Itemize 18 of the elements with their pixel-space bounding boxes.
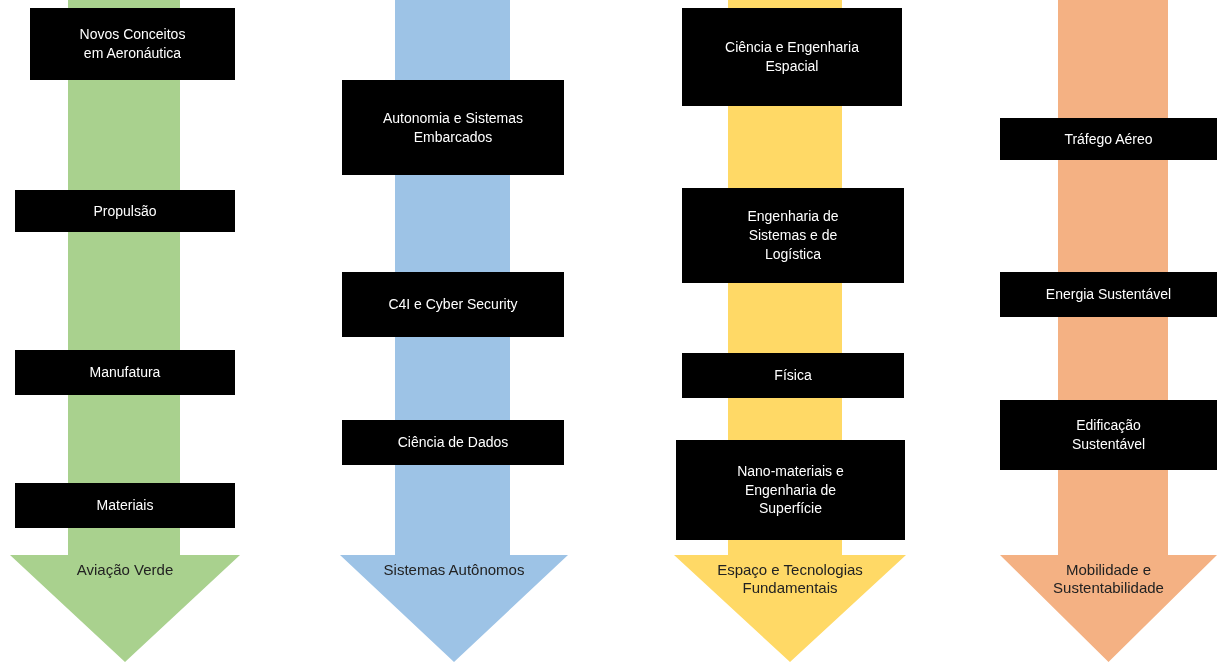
arrow-title: Aviação Verde: [75, 561, 175, 579]
topic-box: Propulsão: [15, 190, 235, 232]
topic-box: Autonomia e Sistemas Embarcados: [342, 80, 564, 175]
topic-box: Física: [682, 353, 904, 398]
topic-box: Energia Sustentável: [1000, 272, 1217, 317]
topic-box: Manufatura: [15, 350, 235, 395]
topic-box: Tráfego Aéreo: [1000, 118, 1217, 160]
topic-box: C4I e Cyber Security: [342, 272, 564, 337]
topic-box: Engenharia de Sistemas e de Logística: [682, 188, 904, 283]
topic-box: Ciência de Dados: [342, 420, 564, 465]
topic-box: Nano-materiais e Engenharia de Superfície: [676, 440, 905, 540]
arrow-title: Espaço e Tecnologias Fundamentais: [716, 561, 864, 597]
arrow-title: Mobilidade e Sustentabilidade: [1052, 561, 1165, 597]
topic-box: Materiais: [15, 483, 235, 528]
arrow-title: Sistemas Autônomos: [382, 561, 526, 579]
topic-box: Edificação Sustentável: [1000, 400, 1217, 470]
topic-box: Ciência e Engenharia Espacial: [682, 8, 902, 106]
topic-box: Novos Conceitos em Aeronáutica: [30, 8, 235, 80]
